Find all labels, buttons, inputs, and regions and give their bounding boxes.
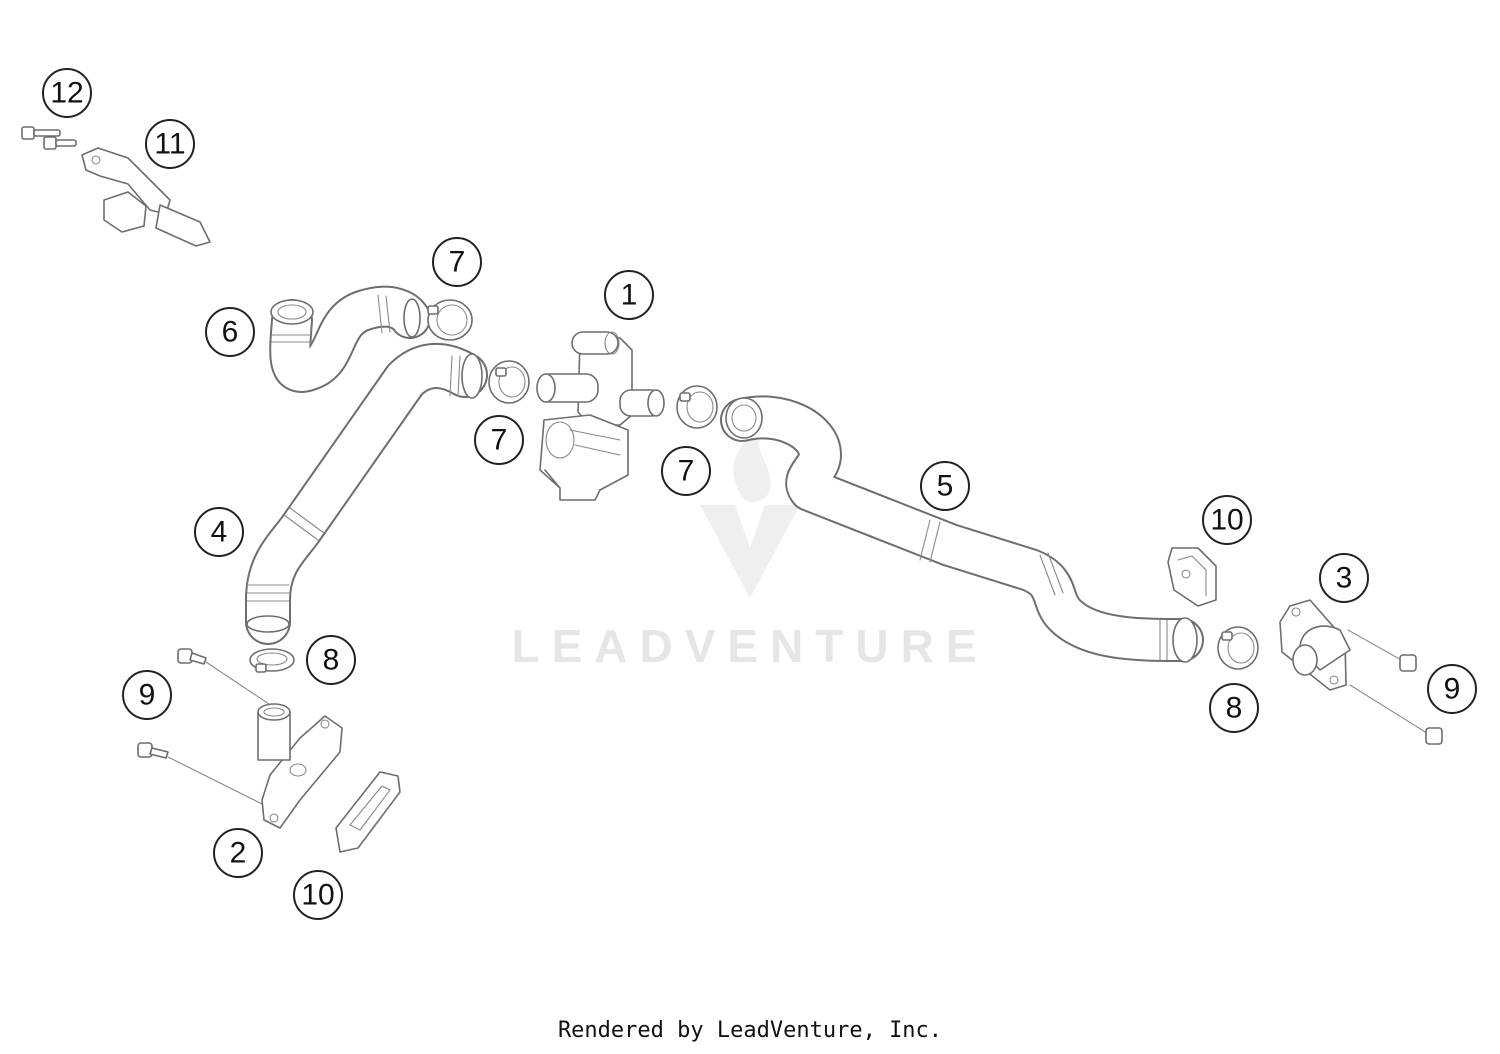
callout-10-upper[interactable]: 10 (1202, 495, 1252, 545)
part-6-hose[interactable] (269, 285, 431, 393)
watermark-flame-icon (733, 430, 771, 502)
svg-text:4: 4 (211, 516, 228, 549)
callout-3[interactable]: 3 (1319, 553, 1369, 603)
callout-6[interactable]: 6 (205, 307, 255, 357)
callout-7-middle[interactable]: 7 (474, 415, 524, 465)
part-7-clamp-middle[interactable] (488, 360, 530, 404)
part-7-clamp-upper[interactable] (427, 299, 473, 341)
callout-11[interactable]: 11 (145, 119, 195, 169)
svg-text:12: 12 (50, 77, 83, 110)
callout-7-upper[interactable]: 7 (432, 237, 482, 287)
part-8-clamp-right[interactable] (1217, 626, 1259, 670)
callouts: 12 11 7 1 6 7 7 5 (42, 68, 1477, 920)
svg-text:3: 3 (1336, 562, 1353, 595)
callout-9-left[interactable]: 9 (122, 670, 172, 720)
part-2-flange[interactable] (257, 703, 343, 829)
svg-text:10: 10 (301, 879, 334, 912)
svg-text:8: 8 (323, 644, 340, 677)
part-4-hose[interactable] (245, 342, 488, 645)
callout-10-lower[interactable]: 10 (293, 870, 343, 920)
part-12-bolts[interactable] (21, 126, 77, 150)
part-11-bracket[interactable] (81, 147, 211, 247)
callout-7-right[interactable]: 7 (661, 446, 711, 496)
svg-text:9: 9 (1444, 673, 1461, 706)
watermark-logo-icon (700, 505, 800, 598)
part-8-clamp-left[interactable] (249, 648, 295, 673)
callout-4[interactable]: 4 (194, 507, 244, 557)
svg-text:6: 6 (222, 316, 239, 349)
callout-12[interactable]: 12 (42, 68, 92, 118)
watermark: LEADVENTURE (511, 430, 988, 672)
svg-text:10: 10 (1210, 504, 1243, 537)
part-3-flange[interactable] (1279, 599, 1351, 691)
callout-8-right[interactable]: 8 (1209, 683, 1259, 733)
callout-5[interactable]: 5 (920, 461, 970, 511)
svg-text:9: 9 (139, 679, 156, 712)
callout-1[interactable]: 1 (604, 270, 654, 320)
part-5-hose[interactable] (720, 395, 1204, 663)
part-10-gasket-lower[interactable] (335, 771, 401, 853)
svg-text:8: 8 (1226, 692, 1243, 725)
svg-text:5: 5 (937, 470, 954, 503)
svg-text:7: 7 (449, 246, 466, 279)
part-9-bolts-right[interactable] (1347, 629, 1443, 745)
footer-credit: Rendered by LeadVenture, Inc. (557, 1018, 943, 1043)
callout-8-left[interactable]: 8 (306, 635, 356, 685)
svg-text:1: 1 (621, 279, 638, 312)
callout-9-right[interactable]: 9 (1427, 664, 1477, 714)
part-7-clamp-right[interactable] (676, 385, 718, 429)
svg-text:2: 2 (230, 837, 247, 870)
svg-text:7: 7 (678, 455, 695, 488)
svg-text:7: 7 (491, 424, 508, 457)
callout-2[interactable]: 2 (213, 828, 263, 878)
part-1-pump[interactable] (536, 331, 665, 501)
watermark-text: LEADVENTURE (511, 620, 988, 672)
part-10-insert-upper[interactable] (1167, 547, 1217, 607)
svg-text:11: 11 (154, 128, 185, 161)
